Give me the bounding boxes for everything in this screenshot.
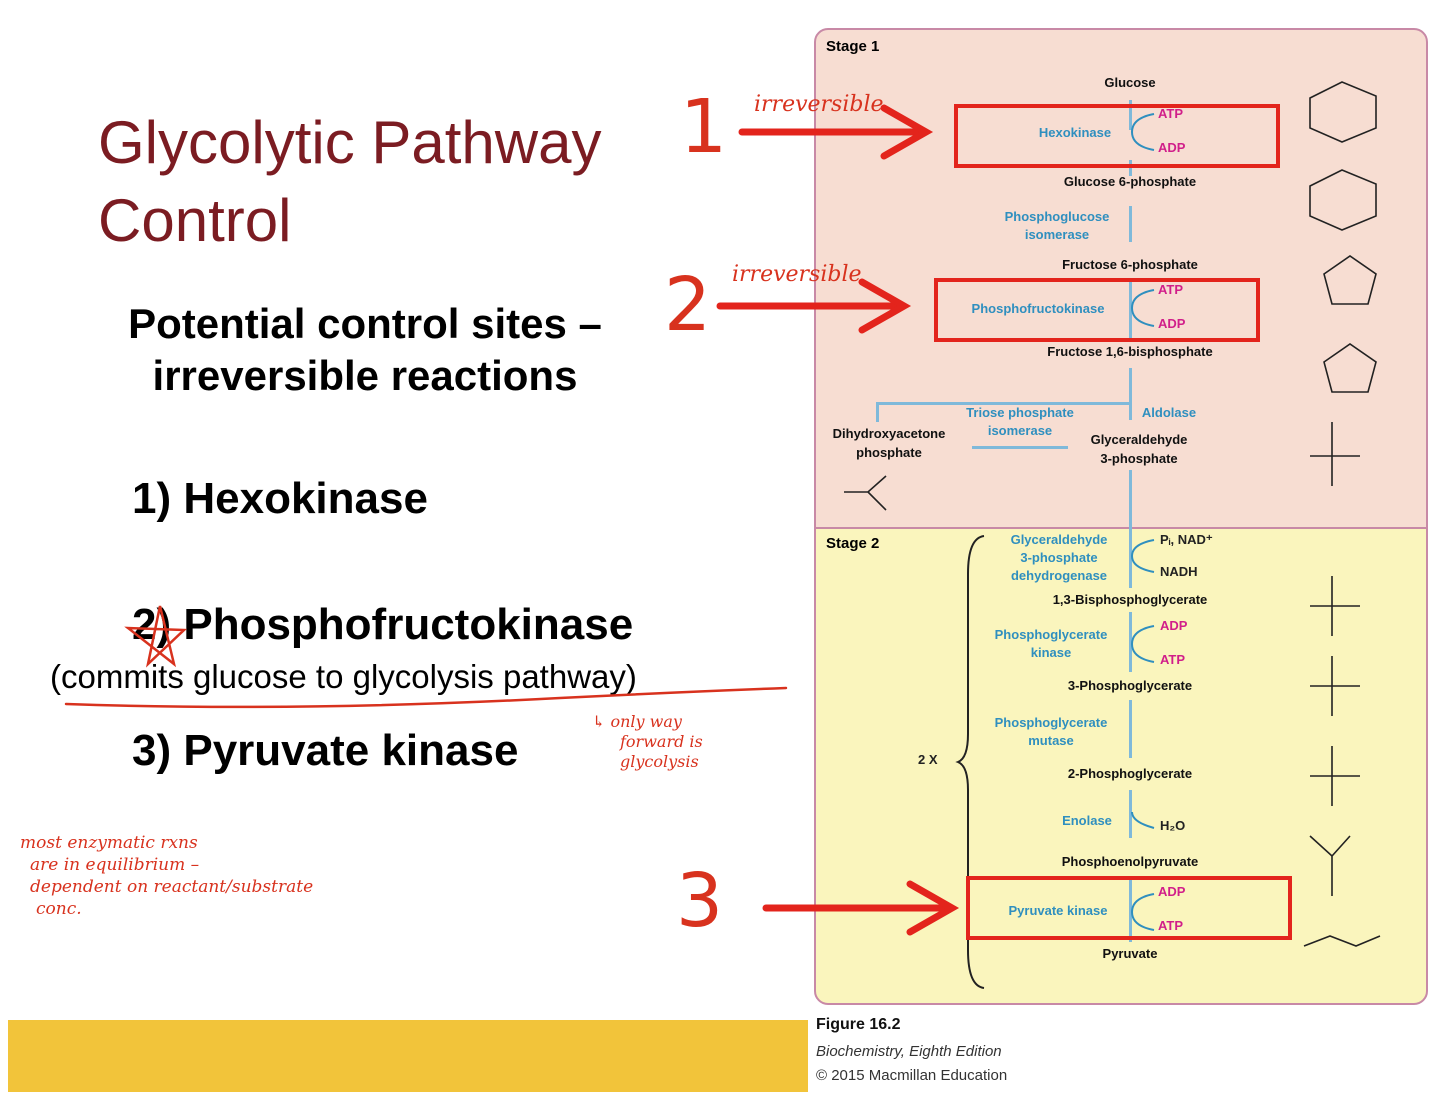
pathway-line (1129, 100, 1132, 130)
pep-structure-icon (1309, 835, 1351, 896)
pfk-cofactor-arrow (1130, 289, 1155, 327)
highlight-box-phosphofructokinase (934, 278, 1260, 342)
subtitle-line2: irreversible reactions (152, 352, 578, 399)
slide-subtitle: Potential control sites – irreversible r… (40, 298, 690, 402)
figure-caption-book: Biochemistry, Eighth Edition (816, 1043, 1002, 1060)
enzyme-phosphoglycerate-mutase: Phosphoglycerate mutase (994, 715, 1108, 748)
bpg-structure-icon (1310, 576, 1360, 636)
pathway-line (1129, 368, 1132, 420)
bottom-note-line: are in equilibrium – (30, 855, 200, 875)
glucose-ring-icon (1309, 81, 1377, 143)
pathway-line (1129, 160, 1132, 176)
enzyme-phosphoglucose-isomerase: Phosphoglucose isomerase (1004, 209, 1110, 242)
list-item-hexokinase: 1) Hexokinase (132, 474, 428, 523)
enzyme-hexokinase: Hexokinase (1038, 125, 1112, 140)
commit-note: (commits glucose to glycolysis pathway) (50, 658, 637, 695)
cofactor-h2o: H₂O (1160, 818, 1186, 833)
bottom-note-line: dependent on reactant/substrate (30, 877, 314, 897)
handwritten-number-3: 3 (676, 858, 724, 944)
metabolite-glucose-6-phosphate: Glucose 6-phosphate (1063, 174, 1197, 189)
hexokinase-cofactor-arrow (1130, 113, 1155, 151)
cofactor-atp: ATP (1158, 918, 1184, 933)
pathway-line (1129, 206, 1132, 242)
cofactor-atp: ATP (1160, 652, 1186, 667)
enzyme-enolase: Enolase (1062, 813, 1112, 828)
enzyme-pyruvate-kinase: Pyruvate kinase (1008, 903, 1108, 918)
aldolase-split-line (876, 402, 879, 422)
bottom-note-line: conc. (36, 899, 82, 919)
handwritten-number-1: 1 (680, 84, 728, 170)
handwritten-side-note: ↳ only way forward is glycolysis (592, 712, 703, 772)
cofactor-atp: ATP (1158, 282, 1184, 297)
cofactor-nadh: NADH (1160, 564, 1198, 579)
stage2-multiplier: 2 X (918, 752, 938, 767)
stage1-label: Stage 1 (826, 38, 880, 55)
handwritten-irreversible-1: irreversible (754, 92, 884, 117)
metabolite-1-3-bisphosphoglycerate: 1,3-Bisphosphoglycerate (1052, 592, 1208, 607)
pathway-line (1129, 880, 1132, 942)
metabolite-phosphoenolpyruvate: Phosphoenolpyruvate (1061, 854, 1199, 869)
cofactor-pi-nad: Pᵢ, NAD⁺ (1160, 532, 1213, 547)
side-note-line: ↳ only way (592, 712, 682, 731)
dhap-structure-icon (844, 475, 887, 511)
pg3-structure-icon (1310, 656, 1360, 716)
bottom-note-line: most enzymatic rxns (20, 833, 198, 853)
cofactor-arrows (1130, 113, 1155, 931)
pyruvate-structure-icon (1303, 935, 1381, 947)
cofactor-adp: ADP (1158, 316, 1186, 331)
enolase-cofactor-arrow (1131, 811, 1155, 829)
metabolite-2-phosphoglycerate: 2-Phosphoglycerate (1067, 766, 1193, 781)
pk-cofactor-arrow (1130, 893, 1155, 931)
handwritten-bottom-note: most enzymatic rxns are in equilibrium –… (20, 832, 313, 920)
list-item-phosphofructokinase: 2) Phosphofructokinase (132, 600, 634, 649)
handwritten-irreversible-2: irreversible (732, 262, 862, 287)
fructose-6-phosphate-ring-icon (1323, 255, 1377, 305)
pathway-line (1129, 612, 1132, 672)
pathway-line (1129, 790, 1132, 838)
molecule-structures (1303, 81, 1381, 947)
fructose-bisphosphate-ring-icon (1323, 343, 1377, 393)
stage2-brace (955, 535, 985, 989)
metabolite-glyceraldehyde-3-phosphate: Glyceraldehyde 3-phosphate (1090, 432, 1188, 466)
metabolite-dhap: Dihydroxyacetone phosphate (832, 426, 946, 460)
metabolite-fructose-6-phosphate: Fructose 6-phosphate (1062, 257, 1198, 272)
figure-caption-copyright: © 2015 Macmillan Education (816, 1067, 1008, 1084)
stage2-label: Stage 2 (826, 535, 880, 552)
pgk-cofactor-arrow (1130, 625, 1155, 663)
cofactor-adp: ADP (1158, 884, 1186, 899)
metabolite-pyruvate: Pyruvate (1102, 946, 1158, 961)
tpi-equilibrium-line (972, 446, 1068, 449)
handwritten-number-2: 2 (664, 262, 712, 348)
pathway-line (1129, 470, 1132, 588)
highlight-box-pyruvate-kinase (966, 876, 1292, 940)
metabolite-glucose: Glucose (1104, 75, 1156, 90)
slide-title: Glycolytic Pathway Control (98, 104, 602, 260)
slide-title-line2: Control (98, 187, 292, 254)
enzyme-phosphoglycerate-kinase: Phosphoglycerate kinase (994, 627, 1108, 660)
pathway-line (1129, 280, 1132, 342)
enzyme-gapdh: Glyceraldehyde 3-phosphate dehydrogenase (1010, 532, 1108, 583)
side-note-line: forward is (620, 732, 703, 751)
highlight-box-hexokinase (954, 104, 1280, 168)
figure-caption-title: Figure 16.2 (816, 1016, 901, 1033)
list-item-pyruvate-kinase: 3) Pyruvate kinase (132, 726, 519, 775)
metabolite-3-phosphoglycerate: 3-Phosphoglycerate (1067, 678, 1193, 693)
footer-bar (8, 1020, 808, 1092)
enzyme-phosphofructokinase: Phosphofructokinase (971, 301, 1105, 316)
metabolite-fructose-1-6-bisphosphate: Fructose 1,6-bisphosphate (1047, 344, 1213, 359)
subtitle-line1: Potential control sites – (128, 300, 602, 347)
cofactor-atp: ATP (1158, 106, 1184, 121)
cofactor-adp: ADP (1160, 618, 1188, 633)
gapdh-cofactor-arrow (1130, 539, 1155, 573)
aldolase-split-line (876, 402, 1132, 405)
gap-structure-icon (1310, 422, 1360, 486)
pathway-line (1129, 700, 1132, 758)
glucose-6-phosphate-ring-icon (1309, 169, 1377, 231)
cofactor-adp: ADP (1158, 140, 1186, 155)
pg2-structure-icon (1310, 746, 1360, 806)
enzyme-aldolase: Aldolase (1141, 405, 1197, 420)
enzyme-triose-phosphate-isomerase: Triose phosphate isomerase (966, 405, 1074, 438)
slide-title-line1: Glycolytic Pathway (98, 109, 602, 176)
side-note-line: glycolysis (620, 752, 699, 771)
